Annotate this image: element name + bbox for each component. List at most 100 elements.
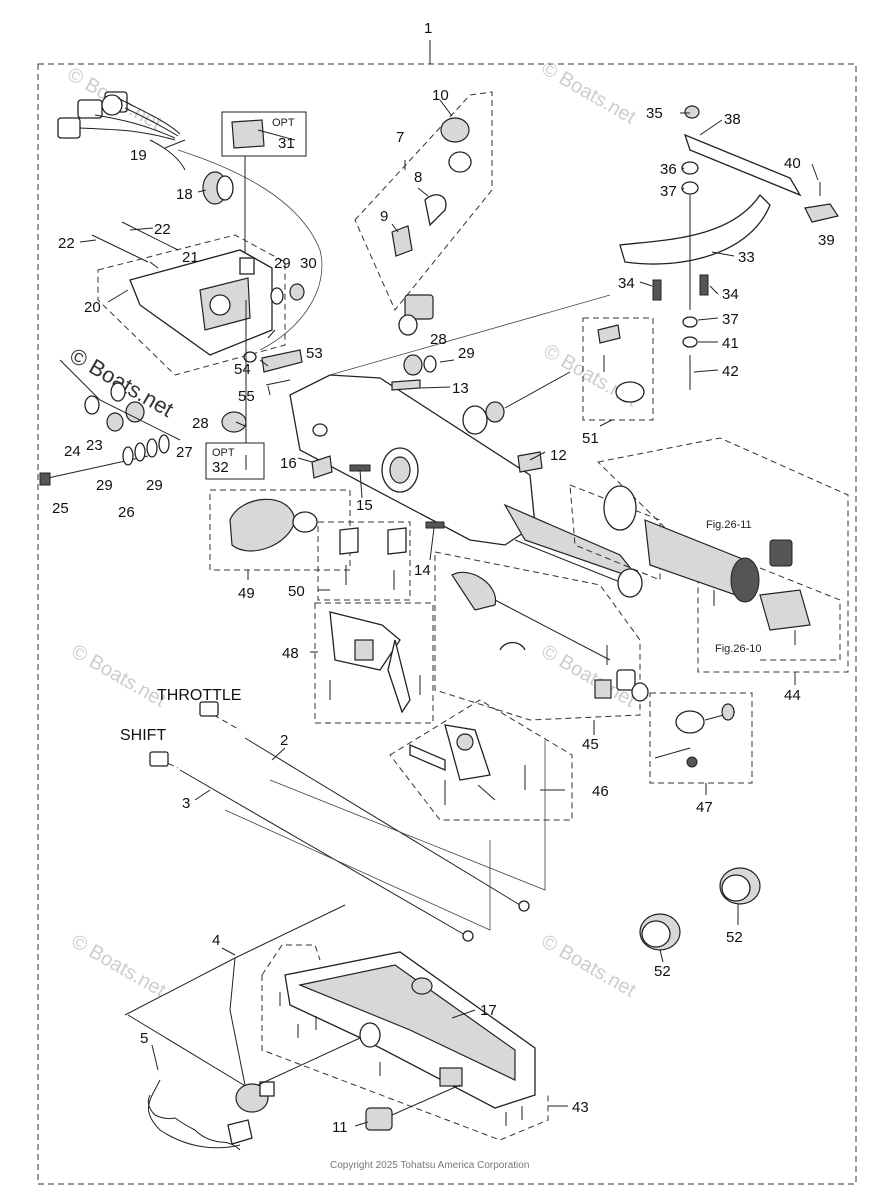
callout-25: 25	[52, 500, 69, 517]
svg-text:© Boats.net: © Boats.net	[538, 930, 640, 1002]
callout-54: 54	[234, 361, 251, 378]
wire-harness	[57, 91, 323, 351]
callout-31: 31	[278, 135, 295, 152]
callout-28a: 28	[430, 331, 447, 348]
callout-numbers: 2 3 4 5 7 8 9 10 11 12 13 14 15 16 17 18…	[52, 87, 835, 1136]
callout-9: 9	[380, 208, 388, 225]
callout-49: 49	[238, 585, 255, 602]
callout-34b: 34	[722, 286, 739, 303]
callout-8: 8	[414, 169, 422, 186]
callout-33: 33	[738, 249, 755, 266]
shift-bracket-46	[409, 724, 526, 805]
callout-44: 44	[784, 687, 801, 704]
callout-34a: 34	[618, 275, 635, 292]
svg-text:OPT: OPT	[272, 117, 295, 129]
callout-40: 40	[784, 155, 801, 172]
callout-41: 41	[722, 335, 739, 352]
caps-52	[639, 867, 761, 951]
friction-plate	[619, 105, 839, 390]
assembly-boundary	[37, 63, 857, 1185]
callout-11: 11	[332, 1119, 348, 1136]
callout-35: 35	[646, 105, 663, 122]
callout-29b: 29	[458, 345, 475, 362]
callout-37b: 37	[722, 311, 739, 328]
callout-53: 53	[306, 345, 323, 362]
callout-48: 48	[282, 645, 299, 662]
grommet-18	[202, 171, 234, 205]
callout-13: 13	[452, 380, 469, 397]
lever-48	[329, 611, 421, 714]
callout-52a: 52	[654, 963, 671, 980]
callout-3: 3	[182, 795, 190, 812]
small-parts-53-55	[243, 349, 303, 386]
svg-text:Fig.26-10: Fig.26-10	[715, 643, 761, 655]
callout-43: 43	[572, 1099, 589, 1116]
svg-text:THROTTLE: THROTTLE	[157, 687, 241, 704]
callout-27: 27	[176, 444, 193, 461]
callout-46: 46	[592, 783, 609, 800]
svg-text:Fig.26-11: Fig.26-11	[706, 519, 752, 531]
callout-52b: 52	[726, 929, 743, 946]
callout-2: 2	[280, 732, 288, 749]
callout-10: 10	[432, 87, 449, 104]
callout-42: 42	[722, 363, 739, 380]
shift-linkage	[451, 571, 649, 702]
callout-37a: 37	[660, 183, 677, 200]
hardware-left	[39, 359, 181, 486]
switch-47	[654, 703, 736, 768]
svg-text:© Boats.net: © Boats.net	[68, 930, 170, 1002]
copyright: Copyright 2025 Tohatsu America Corporati…	[330, 1160, 529, 1171]
cap-11	[365, 1084, 461, 1131]
leader-lines	[79, 99, 819, 1127]
callout-5: 5	[140, 1030, 148, 1047]
callout-30: 30	[300, 255, 317, 272]
callout-39: 39	[818, 232, 835, 249]
callout-16: 16	[280, 455, 297, 472]
callout-29c: 29	[96, 477, 113, 494]
screws-43	[279, 992, 523, 1126]
callout-36: 36	[660, 161, 677, 178]
neutral-button	[229, 498, 318, 552]
callout-22a: 22	[58, 235, 75, 252]
callout-50: 50	[288, 583, 305, 600]
brackets-50	[339, 527, 407, 590]
lower-cover	[284, 951, 536, 1109]
callout-19: 19	[130, 147, 147, 164]
callout-45: 45	[582, 736, 599, 753]
bracket-20	[129, 249, 273, 356]
callout-29d: 29	[146, 477, 163, 494]
throttle-cable	[199, 701, 530, 912]
control-housing	[289, 294, 642, 591]
opt-box-32	[205, 442, 265, 480]
grip-assembly	[569, 484, 841, 661]
callout-38: 38	[724, 111, 741, 128]
svg-text:© Boats.net: © Boats.net	[68, 640, 170, 712]
callout-15: 15	[356, 497, 373, 514]
callout-32: 32	[212, 459, 229, 476]
callout-21: 21	[182, 249, 199, 266]
callout-28b: 28	[192, 415, 209, 432]
callout-22b: 22	[154, 221, 171, 238]
opt-box-31	[221, 111, 307, 157]
switch-parts	[391, 117, 472, 336]
callout-12: 12	[550, 447, 567, 464]
callout-17: 17	[480, 1002, 497, 1019]
shift-cable	[149, 751, 474, 942]
callout-18: 18	[176, 186, 193, 203]
svg-text:© Boats.net: © Boats.net	[538, 57, 640, 129]
svg-text:SHIFT: SHIFT	[120, 727, 166, 744]
callout-4: 4	[212, 932, 220, 949]
callout-55: 55	[238, 388, 255, 405]
bolts-22	[91, 221, 179, 263]
callout-20: 20	[84, 299, 101, 316]
callout-14: 14	[414, 562, 431, 579]
switch-51	[597, 324, 645, 403]
callout-24: 24	[64, 443, 81, 460]
stop-switch	[124, 904, 361, 1151]
callout-7: 7	[396, 129, 404, 146]
callout-29a: 29	[274, 255, 291, 272]
svg-text:OPT: OPT	[212, 447, 235, 459]
callout-assembly: 1	[424, 20, 432, 37]
callout-51: 51	[582, 430, 599, 447]
